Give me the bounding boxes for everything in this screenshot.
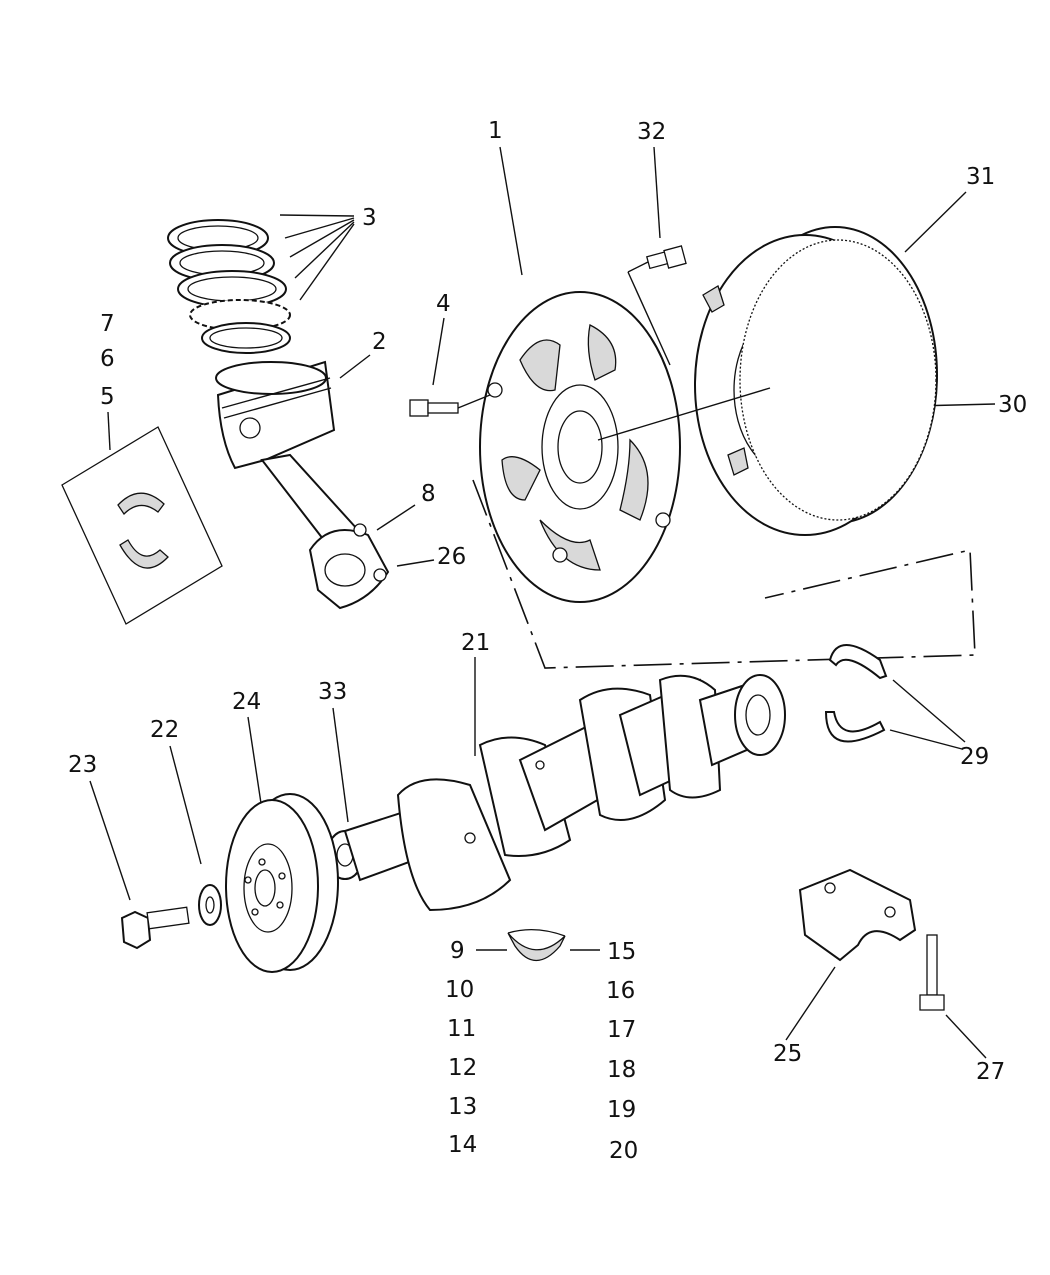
callout-13: 13 [448,1094,477,1120]
callout-8: 8 [421,481,436,507]
thrust-bearings [824,644,888,743]
callout-30: 30 [998,392,1027,418]
callout-10: 10 [445,977,474,1003]
callout-27: 27 [976,1059,1005,1085]
callout-17: 17 [607,1017,636,1043]
converter-bolt [627,245,687,366]
callout-16: 16 [606,978,635,1004]
piston-rings [167,219,291,354]
main-bearing-shell [507,929,566,961]
callout-labels: 1 2 3 4 5 6 7 8 9 10 11 12 13 14 15 16 1… [68,118,1027,1164]
damper-bolt [120,906,190,950]
callout-1: 1 [488,118,503,144]
leader-lines [89,146,996,1059]
callout-11: 11 [447,1016,476,1042]
crankshaft [326,674,786,912]
callout-4: 4 [436,291,451,317]
callout-19: 19 [607,1097,636,1123]
piston-and-rod [215,360,390,610]
callout-6: 6 [100,346,115,372]
callout-24: 24 [232,689,261,715]
callout-14: 14 [448,1132,477,1158]
vibration-damper [225,793,339,973]
callout-21: 21 [461,630,490,656]
flexplate [479,291,681,603]
callout-32: 32 [637,119,666,145]
callout-20: 20 [609,1138,638,1164]
callout-18: 18 [607,1057,636,1083]
callout-23: 23 [68,752,97,778]
assembly-outline [472,479,976,669]
callout-26: 26 [437,544,466,570]
rod-bearing-card [61,426,223,625]
callout-2: 2 [372,329,387,355]
torque-converter [597,226,938,536]
callout-25: 25 [773,1041,802,1067]
callout-31: 31 [966,164,995,190]
callout-9: 9 [450,938,465,964]
callout-33: 33 [318,679,347,705]
main-bearing-cap [798,868,917,962]
callout-3: 3 [362,205,377,231]
callout-5: 5 [100,384,115,410]
callout-29: 29 [960,744,989,770]
damper-washer [198,884,222,926]
cap-bolt [919,934,945,1011]
callout-15: 15 [607,939,636,965]
callout-22: 22 [150,717,179,743]
flexplate-bolt [409,394,491,417]
callout-12: 12 [448,1055,477,1081]
callout-7: 7 [100,311,115,337]
